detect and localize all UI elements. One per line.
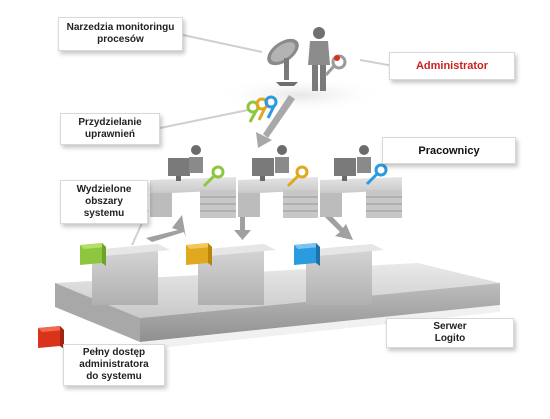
desk-3: [320, 145, 402, 218]
label-areas: Wydzielone obszary systemu: [76, 184, 132, 219]
person-icon: [359, 145, 369, 155]
leader-permissions: [159, 109, 249, 129]
callout-permissions: Przydzielanie uprawnień: [60, 113, 160, 145]
person-icon: [191, 145, 201, 155]
monitor-icon: [168, 158, 190, 176]
red-cube-icon: [38, 326, 64, 349]
arrow-icon: [256, 95, 295, 148]
person-icon: [277, 145, 287, 155]
monitor-icon: [252, 158, 274, 176]
label-full-access: Pełny dostęp administratora do systemu: [79, 347, 149, 382]
administrator-person-icon: [308, 27, 330, 91]
server-platform: [55, 263, 500, 350]
area-box-green: [80, 243, 170, 305]
callout-areas: Wydzielone obszary systemu: [60, 180, 148, 224]
monitor-icon: [334, 158, 356, 176]
arrow-icon: [146, 210, 353, 242]
callout-tools: Narzedzia monitoringu procesów: [58, 17, 183, 51]
area-box-orange: [186, 243, 276, 305]
key-icon: [365, 163, 388, 186]
satellite-dish-icon: [267, 38, 299, 86]
label-permissions: Przydzielanie uprawnień: [78, 117, 142, 140]
label-tools: Narzedzia monitoringu procesów: [66, 22, 175, 45]
label-server: Serwer Logito: [433, 321, 467, 344]
key-icon: [202, 165, 225, 188]
label-employees: Pracownicy: [418, 144, 480, 157]
admin-key-icon: [324, 54, 347, 76]
key-icon: [286, 165, 309, 188]
area-box-blue: [294, 243, 384, 305]
callout-employees: Pracownicy: [382, 137, 516, 164]
label-administrator: Administrator: [415, 60, 489, 72]
callout-full-access: Pełny dostęp administratora do systemu: [63, 344, 165, 386]
callout-server: Serwer Logito: [386, 318, 514, 348]
leader-tools: [182, 34, 263, 53]
desk-1: [150, 145, 236, 218]
key-bundle-icon: [246, 95, 278, 123]
desk-2: [238, 145, 318, 218]
callout-administrator: Administrator: [389, 52, 515, 80]
